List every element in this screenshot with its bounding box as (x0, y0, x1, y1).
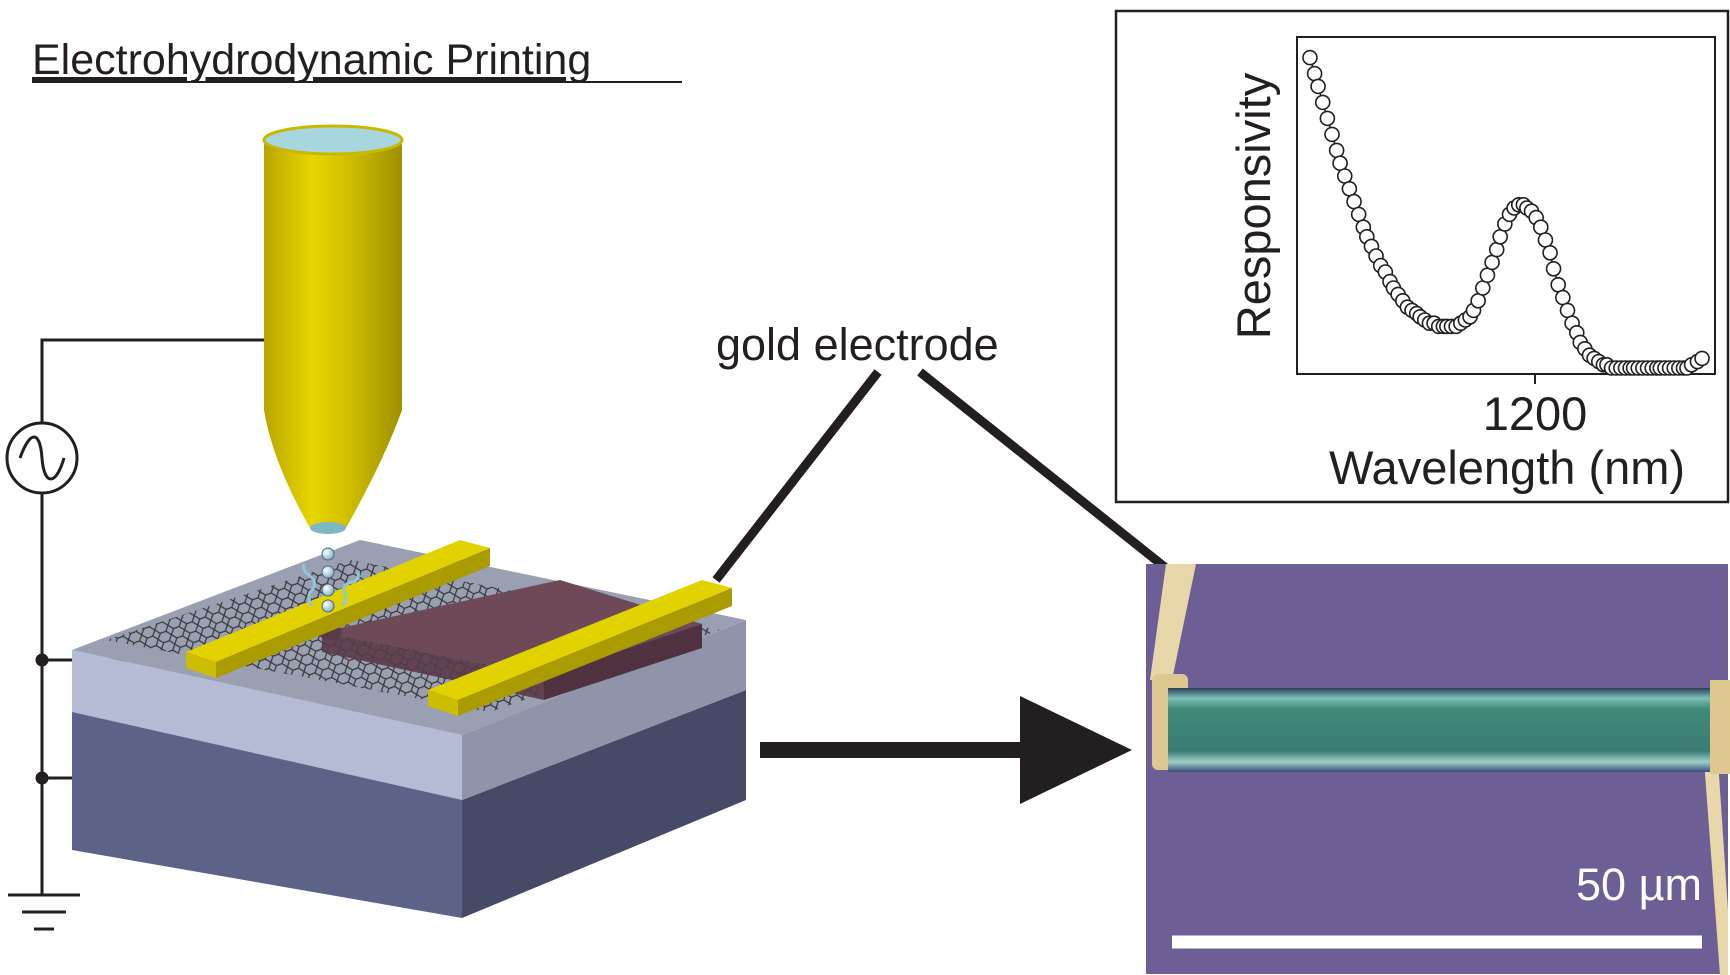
scale-bar-label: 50 µm (1576, 859, 1702, 910)
oxide-right-face (462, 620, 746, 800)
data-series (1302, 49, 1710, 376)
data-point (1310, 78, 1326, 95)
printing-nozzle (262, 124, 404, 534)
data-point (1341, 181, 1358, 197)
data-point (1479, 267, 1496, 284)
data-point (1533, 219, 1549, 235)
data-point (1484, 254, 1500, 271)
data-point (1559, 302, 1576, 319)
chart-frame (1114, 9, 1730, 504)
data-point (1537, 232, 1554, 248)
data-point (1314, 94, 1331, 111)
x-axis-label: Wavelength (nm) (1329, 441, 1685, 494)
data-point (1492, 229, 1508, 245)
data-point (1470, 292, 1486, 309)
data-point (1350, 206, 1367, 223)
perovskite-strip (1168, 688, 1710, 772)
gold-electrode-left (186, 540, 490, 678)
electrode-pad-right (1710, 680, 1730, 774)
data-point (1346, 193, 1362, 210)
data-point (1324, 126, 1340, 143)
ac-wave-icon (18, 435, 66, 481)
data-point (1475, 280, 1491, 296)
ground-icon (8, 893, 80, 931)
electrode-trace-right (1704, 760, 1728, 975)
data-point (1302, 49, 1318, 66)
x-tick: 1200 (1483, 374, 1588, 440)
plot-area (1296, 36, 1716, 375)
data-point (1550, 276, 1566, 293)
optical-micrograph: 50 µm (1146, 564, 1730, 975)
gold-electrode-right (428, 580, 732, 716)
leader-line-left (712, 369, 882, 583)
data-point (1555, 289, 1571, 306)
data-point (1545, 260, 1562, 277)
evaporation-wave-left (302, 563, 317, 607)
figure-title: Electrohydrodynamic Printing (32, 36, 591, 84)
gold-electrode-label: gold electrode (716, 319, 999, 370)
data-point (1306, 65, 1323, 82)
x-tick-label: 1200 (1483, 387, 1588, 440)
evaporation-wave-right (340, 571, 360, 608)
y-axis-label: Responsivity (1227, 72, 1280, 339)
circuit (5, 338, 268, 931)
data-point (1332, 155, 1348, 171)
nozzle-ink-top (262, 124, 404, 156)
data-point (1488, 241, 1505, 258)
nozzle-tip-meniscus (310, 522, 346, 534)
data-point (1336, 168, 1353, 184)
wire-node (35, 653, 49, 667)
leader-line-right (917, 368, 1189, 588)
electrode-trace-left (1150, 564, 1196, 680)
data-point (1542, 245, 1558, 261)
oxide-left-face (72, 650, 462, 800)
data-point (1694, 350, 1710, 367)
data-point (1319, 110, 1336, 127)
arrow-right-icon (760, 696, 1132, 804)
data-point (1328, 142, 1345, 159)
wire-top (40, 338, 268, 424)
responsivity-chart: 1200 Wavelength (nm) Responsivity (1114, 9, 1730, 504)
ink-droplets (302, 547, 360, 613)
substrate-right-face (462, 690, 746, 918)
wire-node (35, 771, 49, 785)
